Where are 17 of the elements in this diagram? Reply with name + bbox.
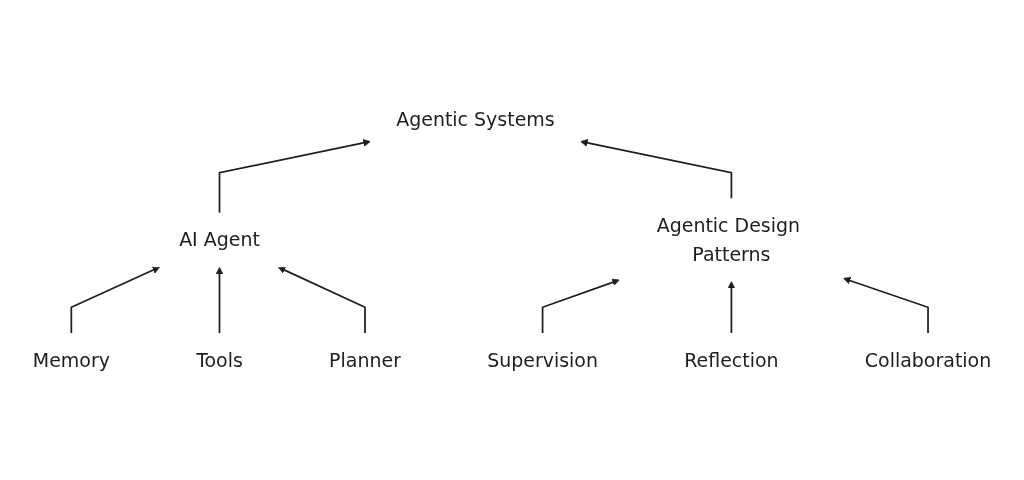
arrow: [727, 281, 736, 334]
arrow: [843, 276, 929, 334]
arrow: [580, 139, 733, 200]
node-text: Collaboration: [864, 349, 992, 372]
node-text: Planner: [329, 349, 401, 372]
arrow: [277, 266, 366, 334]
node-text: Agentic Design Patterns: [656, 215, 801, 265]
node-text: Agentic Systems: [396, 108, 555, 131]
node-text: Reflection: [684, 349, 779, 372]
node-text: Supervision: [487, 349, 598, 372]
arrow: [70, 266, 160, 334]
node-text: AI Agent: [179, 229, 260, 251]
arrow: [218, 139, 371, 214]
node-text: Tools: [196, 349, 243, 372]
node-text: Memory: [32, 349, 110, 372]
arrow: [541, 278, 620, 334]
arrow: [215, 266, 224, 334]
